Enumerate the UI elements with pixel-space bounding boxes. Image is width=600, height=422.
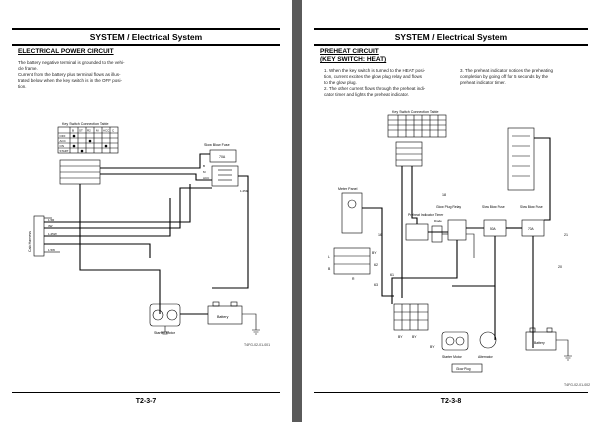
power-circuit-diagram: Key Switch Connection Table B ST R2 M AC… [28,122,260,335]
callout: BY [372,251,377,255]
page-number: T2-3-8 [440,398,462,405]
body-line: Current from the battery plus terminal f… [18,72,121,77]
preheat-circuit-diagram: Key Switch Connection Table Meter Panel … [328,110,572,373]
meter-connector [333,247,371,275]
table-col: R2 [87,129,91,133]
cab-harness-label: Cab Harness [28,231,32,252]
manual-page-left: SYSTEM / Electrical System ELECTRICAL PO… [0,0,292,422]
meter-panel [341,192,363,234]
page-header: SYSTEM / Electrical System [12,28,280,46]
step-line: 1. When the key switch is turned to the … [324,68,426,73]
fuse-a-label: Slow Blow Fuse [482,205,505,209]
step-line: completion by going off for 5 seconds by… [460,74,548,79]
table-col: ST [79,129,83,133]
cab-harness-connector [33,215,45,257]
body-line: The battery negative terminal is grounde… [18,60,125,65]
callout: 61 [390,273,394,277]
page-footer: T2-3-8 [314,392,588,405]
step-line: 3. The preheat indicator notices the pre… [460,68,553,73]
page-footer: T2-3-7 [12,392,280,405]
fuse-title: Slow Blow Fuse [204,143,230,147]
body-line: tion. [18,84,27,89]
steps-col-2: 3. The preheat indicator notices the pre… [460,68,582,86]
alternator [479,331,497,349]
manual-page-right: SYSTEM / Electrical System PREHEAT CIRCU… [302,0,600,422]
table-title: Key Switch Connection Table [62,122,108,126]
wire-label: 1.25R [240,189,249,193]
callout: BY [430,345,435,349]
body-text: The battery negative terminal is grounde… [18,60,140,90]
starter-motor-label: Starter Motor [154,331,176,335]
steps-col-1: 1. When the key switch is turned to the … [324,68,452,98]
callout: 20 [558,265,562,269]
wire-label: ACC [203,176,210,180]
section-title: ELECTRICAL POWER CIRCUIT [18,48,114,55]
callout: L [328,255,330,259]
body-line: cle frame. [18,66,38,71]
diode [431,225,443,243]
step-line: preheat indicator timer. [460,80,506,85]
fuse-b-label: Slow Blow Fuse [520,205,543,209]
meter-panel-label: Meter Panel [338,187,358,191]
page-number: T2-3-7 [135,398,157,405]
page-header: SYSTEM / Electrical System [314,28,588,46]
step-line: to the glow plug. [324,80,357,85]
step-line: cator timer and lights the preheat indic… [324,92,410,97]
header-title: SYSTEM / Electrical System [394,32,508,42]
table-row: ON [60,144,65,148]
table-row: OFF [60,134,66,138]
fuse-b-rating: 70A [528,227,535,231]
callout: R [352,277,355,281]
image-id: T4FG-02-01-002 [564,383,591,387]
battery-label: Battery [217,315,229,319]
callout: BY [412,335,417,339]
callout: 62 [374,263,378,267]
callout: 16 [378,233,382,237]
wire-label: 3W [48,224,53,228]
callout: B [328,267,331,271]
key-switch-table [57,126,119,154]
table-col: ACC [103,129,110,133]
wire-label: B [203,164,205,168]
wire-label: 1.25W [48,232,57,236]
step-line: tion, current excites the glow plug rela… [324,74,423,79]
section-title: PREHEAT CIRCUIT (KEY SWITCH: HEAT) [320,48,387,63]
fuse-rating: 70A [219,155,226,159]
table-row: START [60,149,69,153]
body-line: trated below when the key switch is in t… [18,78,123,83]
fuse-a-rating: 50A [490,227,497,231]
glow-plug [451,363,483,373]
step-line: 2. The other current flows through the p… [324,86,426,91]
callout: 63 [374,283,378,287]
callout: 21 [564,233,568,237]
battery-label: Battery [534,341,545,345]
relay-connector [393,303,429,331]
table-col: B [72,129,74,133]
alternator-label: Alternator [478,355,494,359]
glow-plug-relay [447,219,467,241]
diode-label: Diode [434,219,442,223]
glow-relay-label: Glow Plug Relay [436,205,461,209]
preheat-indicator-timer [405,223,429,241]
battery [525,331,557,351]
table-row: ACC [60,139,67,143]
starter-motor [441,331,469,351]
table-col: C [112,129,115,133]
wire-label: 1.5R [48,218,55,222]
slow-blow-fuse [209,149,237,163]
wire-label: M [203,170,206,174]
wire-label: 1.5W [48,248,55,252]
table-col: M [96,129,99,133]
starter-motor [149,303,181,327]
glow-plug-label: Glow Plug [456,367,471,371]
callout: 18 [442,193,446,197]
image-id: T4FG-02-01-001 [244,343,271,347]
battery [207,305,243,325]
header-title: SYSTEM / Electrical System [89,32,203,42]
callout: BY [398,335,403,339]
table-title: Key Switch Connection Table [392,110,438,114]
key-switch-table [387,114,447,138]
starter-motor-label: Starter Motor [442,355,463,359]
preheat-timer-label: Preheat Indicator Timer [408,213,444,217]
